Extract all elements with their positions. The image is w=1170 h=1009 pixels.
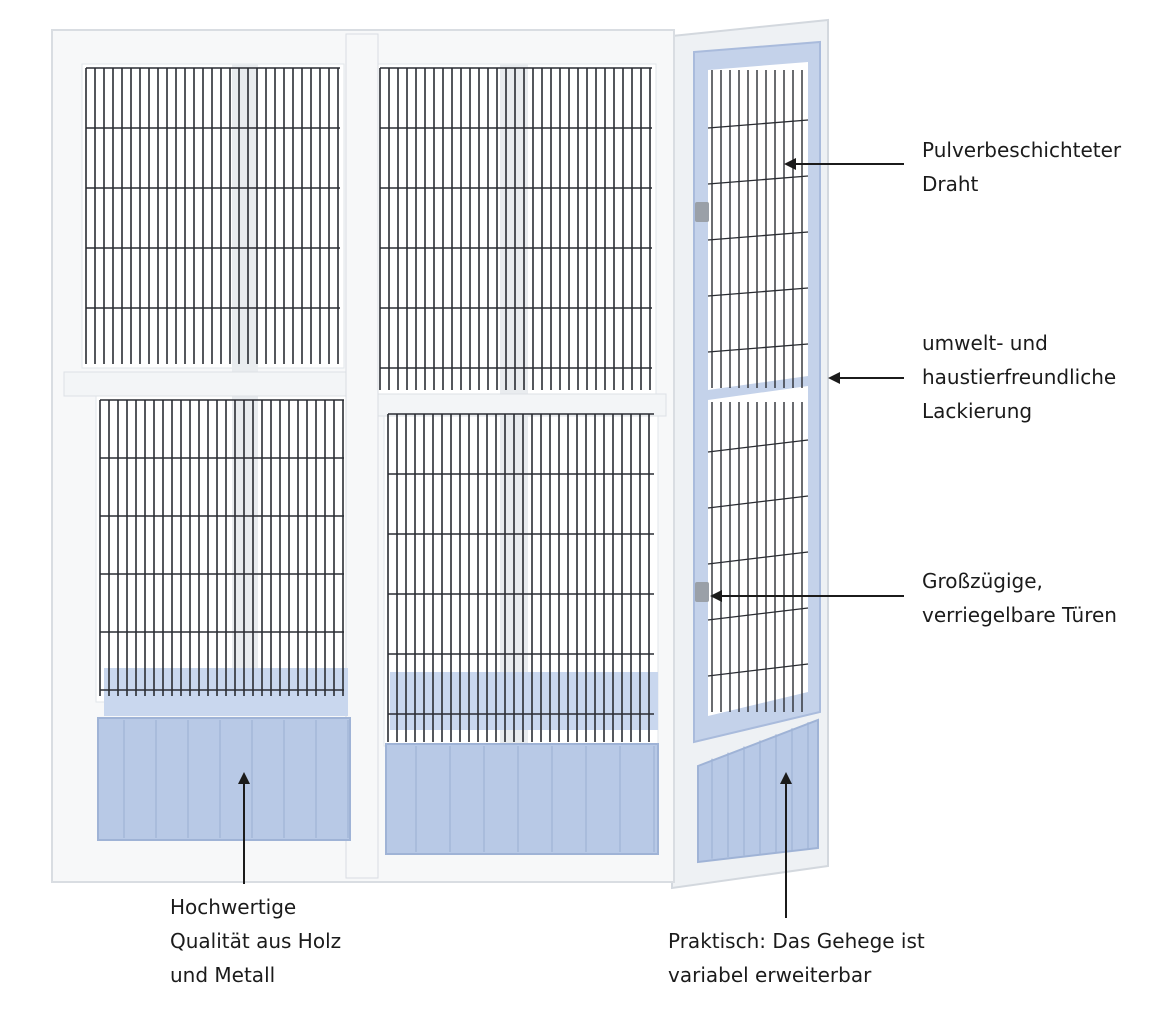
- wire-bar: [707, 119, 809, 129]
- latch-upper: [695, 202, 709, 222]
- wire-bar: [707, 231, 809, 241]
- callout-paint-line-1: umwelt- und: [922, 331, 1048, 355]
- callout-wire: Pulverbeschichteter Draht: [922, 133, 1121, 201]
- callout-paint-line-3: Lackierung: [922, 399, 1033, 423]
- bottom-panel-right: [385, 743, 659, 855]
- side-panel: [671, 18, 829, 890]
- bottom-panel-left: [97, 717, 351, 841]
- wire-bar: [707, 343, 809, 353]
- callout-paint-line-2: haustierfreundliche: [922, 365, 1117, 389]
- callout-wire-line-1: Pulverbeschichteter: [922, 138, 1122, 162]
- latch-lower: [695, 582, 709, 602]
- aviary-cage: [51, 18, 829, 890]
- side-slats: [711, 722, 809, 859]
- callout-arrows: [238, 158, 904, 918]
- wire-bar: [707, 551, 809, 565]
- callout-quality: Hochwertige Qualität aus Holz und Metall: [170, 890, 341, 992]
- callout-quality-line-1: Hochwertige: [170, 895, 297, 919]
- callout-doors-line-1: Großzügige,: [922, 569, 1043, 593]
- callout-paint: umwelt- und haustierfreundliche Lackieru…: [922, 326, 1116, 428]
- side-wire-mesh: [707, 70, 809, 712]
- callout-doors: Großzügige, verriegelbare Türen: [922, 564, 1117, 632]
- front-wire-mesh: [85, 67, 654, 742]
- callout-wire-line-2: Draht: [922, 172, 979, 196]
- callout-quality-line-3: und Metall: [170, 963, 276, 987]
- wire-bar: [707, 287, 809, 297]
- wire-bar: [707, 175, 809, 185]
- front-frame: [51, 29, 675, 883]
- callout-modular-line-1: Praktisch: Das Gehege ist: [668, 929, 925, 953]
- wire-bar: [707, 439, 809, 453]
- callout-doors-line-2: verriegelbare Türen: [922, 603, 1117, 627]
- wire-bar: [707, 495, 809, 509]
- callout-modular: Praktisch: Das Gehege ist variabel erwei…: [668, 924, 925, 992]
- callout-modular-line-2: variabel erweiterbar: [668, 963, 872, 987]
- wire-bar: [707, 663, 809, 677]
- callout-quality-line-2: Qualität aus Holz: [170, 929, 342, 953]
- wire-bar: [707, 607, 809, 621]
- front-slats: [123, 720, 655, 852]
